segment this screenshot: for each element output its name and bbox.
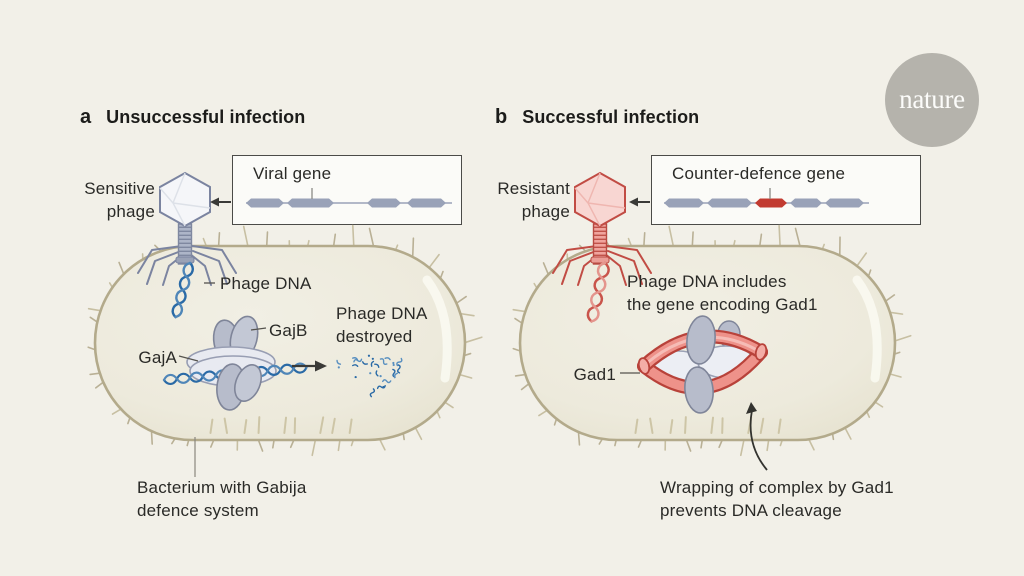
- bacterium-a-highlight: [422, 275, 452, 383]
- resistant-phage-label: Resistant phage: [497, 179, 570, 221]
- gad1-wrap-end: [754, 343, 768, 361]
- gabija-complex: [162, 315, 308, 411]
- phage-dna-destroyed-label: Phage DNA destroyed: [336, 304, 428, 346]
- phage-dna-a: [171, 261, 194, 319]
- caption-a: Bacterium with Gabija defence system: [137, 478, 307, 520]
- panel-b-header: b Successful infection: [495, 106, 699, 129]
- panel-a-title: Unsuccessful infection: [106, 107, 306, 127]
- phage-a-baseplate: [175, 256, 195, 264]
- gad1-complex: [637, 315, 768, 414]
- caption-b: Wrapping of complex by Gad1 prevents DNA…: [660, 478, 894, 520]
- gaja-leader-line: [178, 355, 199, 362]
- bacterium-a-inner-texture: [209, 416, 353, 434]
- panel-b-key: b: [495, 106, 508, 128]
- complex-subunit: [686, 315, 716, 365]
- phage-a-head: [159, 171, 211, 228]
- phage-b-head-facets: [574, 172, 626, 227]
- panel-b-title: Successful infection: [522, 107, 700, 127]
- sensitive-phage-label: Sensitive phage: [84, 179, 155, 221]
- complex-subunit: [684, 366, 714, 414]
- counter-defence-gene-box: [651, 155, 921, 225]
- bacterium-a: [87, 224, 483, 457]
- phage-b: [552, 171, 652, 286]
- gad1-wrap-end: [637, 357, 651, 375]
- phage-a-legs: [137, 245, 237, 286]
- box-to-phage-arrow-a: [210, 197, 231, 207]
- nature-logo: nature: [885, 53, 979, 147]
- counter-defence-gene-track: [664, 188, 869, 208]
- viral-gene-label: Viral gene: [253, 164, 332, 183]
- viral-gene-track: [246, 188, 452, 208]
- phage-a: [137, 171, 237, 286]
- bacterium-b-inner-texture: [634, 416, 782, 434]
- viral-gene-box: [232, 155, 462, 225]
- destroyed-dna-scatter: [336, 354, 403, 398]
- gajb-label: GajB: [269, 321, 308, 340]
- destroyed-arrow: [292, 360, 327, 372]
- counter-defence-gene-label: Counter-defence gene: [672, 164, 846, 183]
- bacterium-a-body: [93, 244, 467, 442]
- gad1-label: Gad1: [573, 365, 616, 384]
- gajb-leader-line: [250, 327, 267, 331]
- box-to-phage-arrow-b: [629, 197, 650, 207]
- panel-a-header: a Unsuccessful infection: [80, 106, 305, 129]
- phage-dna-b: [586, 261, 610, 323]
- phage-b-baseplate: [590, 256, 610, 264]
- gajb-subunit: [233, 364, 263, 402]
- phage-dna-note: Phage DNA includes the gene encoding Gad…: [627, 272, 818, 314]
- gaja-label: GajA: [138, 348, 177, 367]
- bacterium-b-highlight: [852, 275, 882, 383]
- phage-b-legs: [552, 245, 652, 286]
- phage-a-head-facets: [159, 172, 211, 227]
- counter-defence-gene-segment: [755, 198, 787, 208]
- panel-a-key: a: [80, 106, 92, 128]
- wrap-arrow: [746, 402, 768, 471]
- phage-dna-label: Phage DNA: [220, 274, 312, 293]
- nature-logo-text: nature: [899, 83, 965, 114]
- phage-b-head: [574, 171, 626, 228]
